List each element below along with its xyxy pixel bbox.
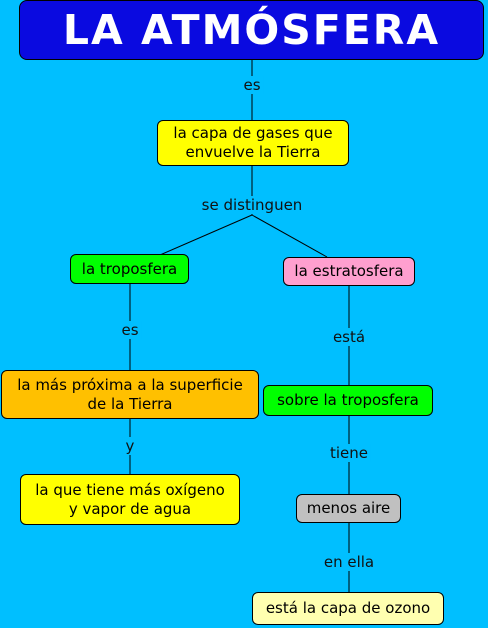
node-mas-oxigeno: la que tiene más oxígeno y vapor de agua [20,474,240,525]
link-label-es: es [240,76,264,94]
node-sobre-troposfera: sobre la troposfera [263,385,433,416]
link-label-tiene: tiene [326,444,372,462]
node-capa-ozono: está la capa de ozono [252,592,444,625]
link-label-en-ella: en ella [320,553,378,571]
line-split-troposfera [159,214,253,256]
link-label-es-2: es [118,321,142,339]
link-label-y: y [122,437,138,455]
node-troposfera: la troposfera [70,254,189,284]
node-estratosfera: la estratosfera [283,257,415,286]
page-title: LA ATMÓSFERA [19,0,484,60]
node-capa-de-gases: la capa de gases que envuelve la Tierra [157,120,349,166]
line-split-estratosfera [251,214,328,258]
node-menos-aire: menos aire [296,494,401,523]
link-label-se-distinguen: se distinguen [198,196,306,214]
node-mas-proxima: la más próxima a la superficie de la Tie… [1,370,259,419]
link-label-esta: está [329,328,369,346]
